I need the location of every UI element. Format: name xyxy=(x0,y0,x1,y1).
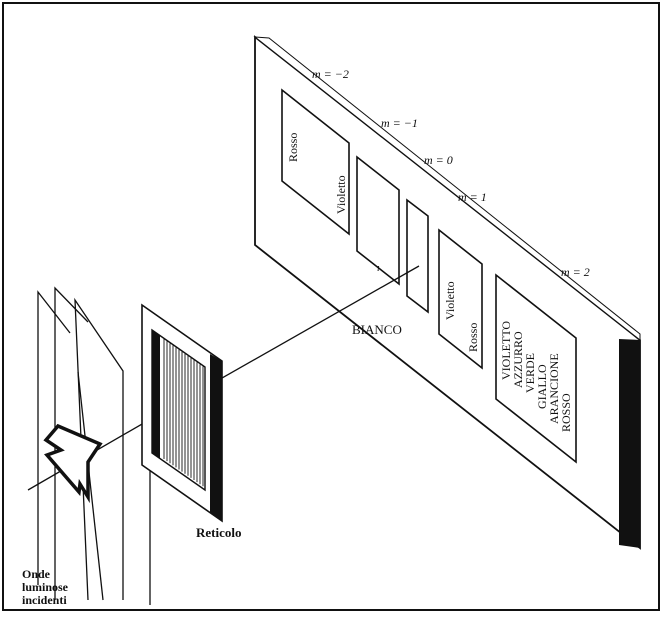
white-beam xyxy=(207,265,420,387)
second-order-spectrum-list: VIOLETTO AZZURRO VERDE GIALLO ARANCIONE … xyxy=(499,321,573,432)
figure-border xyxy=(2,2,660,611)
incident-label-line3: incidenti xyxy=(22,593,67,607)
wave-plane-2 xyxy=(54,286,89,600)
first-neg-violet-label: Violetto xyxy=(334,175,348,214)
spectrum-panel-m-minus-1 xyxy=(281,88,350,236)
grating-side-edge xyxy=(210,354,222,521)
screen-board xyxy=(253,35,641,550)
grating-rulings xyxy=(163,339,204,487)
screen-side-edge xyxy=(619,339,640,548)
incident-label-line1: Onde xyxy=(22,567,51,581)
first-pos-violet-label: Violetto xyxy=(443,281,457,320)
white-beam-tick: ı xyxy=(377,263,380,274)
spectrum-panel-m-1 xyxy=(438,228,483,370)
wave-plane-1 xyxy=(37,290,71,585)
first-neg-red-label: Rosso xyxy=(286,133,300,162)
spectrum-color-blue: AZZURRO xyxy=(511,331,525,388)
order-label-m-minus-2: m = −2 xyxy=(312,67,349,81)
spectrum-color-violet: VIOLETTO xyxy=(499,321,513,380)
first-pos-red-label: Rosso xyxy=(466,323,480,352)
central-white-panel xyxy=(406,198,429,314)
spectrum-panel-m-2 xyxy=(495,273,577,464)
spectrum-color-green: VERDE xyxy=(523,353,537,393)
diffraction-grating xyxy=(141,303,223,523)
wave-plane-3-front xyxy=(77,371,104,601)
spectrum-panel-m-minus-1-inner xyxy=(356,155,400,286)
spectrum-color-orange: ARANCIONE xyxy=(547,353,561,424)
order-label-m-1: m = 1 xyxy=(458,190,487,204)
grating-label: Reticolo xyxy=(196,525,241,540)
incident-direction-arrow-icon xyxy=(43,423,103,504)
order-label-m-minus-1: m = −1 xyxy=(381,116,418,130)
spectrum-color-red: ROSSO xyxy=(559,393,573,432)
grating-window-shadow xyxy=(152,330,160,459)
spectrum-color-yellow: GIALLO xyxy=(535,364,549,409)
incident-label-line2: luminose xyxy=(22,580,69,594)
white-label: BIANCO xyxy=(352,322,402,337)
order-label-m-2: m = 2 xyxy=(561,265,590,279)
order-label-m-0: m = 0 xyxy=(424,153,453,167)
screen-top-edge xyxy=(253,36,641,342)
